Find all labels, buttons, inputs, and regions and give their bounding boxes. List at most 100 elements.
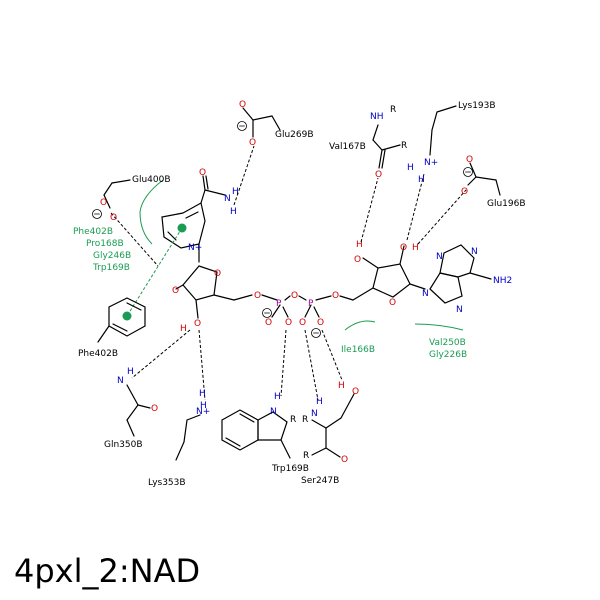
trp169-r-label: R: [290, 415, 296, 425]
ribose1-ring-oxygen-label: O: [214, 269, 221, 279]
phosphate1-o-b-label: O: [285, 318, 292, 328]
glu196-negative-charge-icon: [463, 167, 473, 177]
residue-trp169-contact: Trp169B: [92, 263, 130, 273]
nitrogen-plus-label: N+: [188, 243, 202, 253]
ribose2-o2-h-label: H: [412, 243, 419, 253]
adenine-n3-label: N: [436, 252, 443, 262]
hydrophobic-contacts: [122, 179, 464, 331]
phe402-ring: [108, 297, 146, 337]
gln350-o-label: O: [151, 404, 158, 414]
bridge-o1-label: O: [254, 291, 261, 301]
amide-oxygen-label: O: [199, 168, 206, 178]
phosphate2-o-b-label: O: [317, 318, 324, 328]
ribose1-o3-h-label: H: [180, 324, 187, 334]
lys193-h1-label: H: [407, 163, 414, 173]
lys353-h1-label: H: [199, 389, 206, 399]
ile166-contact-arc: [344, 320, 376, 331]
val167-r1-label: R: [390, 105, 396, 115]
residue-gln350: Gln350B: [104, 440, 143, 450]
lys353-h2-label: H: [200, 401, 207, 411]
adenine-imidazole: [429, 272, 463, 304]
ser247-carbonyl-o-label: O: [341, 455, 348, 465]
phosphate1-negative-charge-icon: [262, 308, 272, 318]
phosphorus-2-label: P: [308, 299, 314, 309]
pi-center-phe402: [122, 311, 132, 321]
trp169-h-label: H: [274, 392, 281, 402]
residue-glu400: Glu400B: [132, 175, 171, 185]
nad-ligand: [161, 175, 492, 319]
adenine-n1-label: N: [471, 247, 478, 257]
ribose2-o3-label: O: [354, 255, 361, 265]
diagram-caption: 4pxl_2:NAD: [14, 552, 201, 590]
ribose2-o3-h-label: H: [356, 240, 363, 250]
lys353-fragment: N+ H H: [175, 389, 210, 461]
glu196-o2-label: O: [461, 187, 468, 197]
phosphate1-o-a-label: O: [265, 318, 272, 328]
adenine-nh2-label: NH2: [493, 276, 512, 286]
lys193-h2-label: H: [418, 175, 425, 185]
adenine-n7-label: N: [456, 305, 463, 315]
residue-trp169: Trp169B: [271, 464, 309, 474]
ser247-r2-label: R: [303, 451, 309, 461]
residue-ser247: Ser247B: [301, 476, 339, 486]
glu269-negative-charge-icon: [237, 121, 247, 131]
glu400-fragment: O O: [92, 179, 131, 223]
glu269-o1-label: O: [239, 100, 246, 110]
glu400-negative-charge-icon: [92, 209, 102, 219]
glu400-o1-label: O: [100, 198, 107, 208]
residue-glu269: Glu269B: [275, 130, 314, 140]
glu400-o2-label: O: [110, 213, 117, 223]
phosphate2-o-a-label: O: [299, 318, 306, 328]
ribose1-o2-label: O: [172, 286, 179, 296]
ser247-r1-label: R: [302, 415, 308, 425]
glu196-fragment: O O: [461, 155, 501, 197]
adenine-n9-label: N: [422, 289, 429, 299]
phosphorus-1-label: P: [276, 299, 282, 309]
val167-fragment: NH R R O: [370, 105, 407, 180]
val167-o-label: O: [375, 170, 382, 180]
ligand-atom-labels: N+ O N H H O O O H O O O P P O O O O O O…: [172, 168, 512, 334]
ribose2-ring-oxygen-label: O: [389, 298, 396, 308]
residue-val167: Val167B: [329, 142, 366, 152]
residue-gly226: Gly226B: [429, 350, 467, 360]
residue-labels: Glu269B Glu400B Phe402B Pro168B Gly246B …: [73, 101, 526, 488]
lys193-n-label: N+: [424, 158, 438, 168]
pi-stacking-line: [126, 227, 183, 317]
val250-contact-arc: [414, 323, 464, 331]
phe402-fragment: [97, 297, 146, 343]
amide-h1-label: H: [232, 187, 239, 197]
gln350-n-label: N: [117, 376, 124, 386]
ribose2-o2-label: O: [400, 243, 407, 253]
ribose1-o3-label: O: [194, 319, 201, 329]
hydrogen-bonds: [110, 145, 467, 401]
residue-phe402: Phe402B: [78, 349, 118, 359]
trp169-benzene-ring: [221, 409, 259, 451]
ser247-n-label: N: [311, 409, 318, 419]
glu400-contact-arc: [139, 179, 164, 245]
lys193-fragment: N+ H H: [407, 105, 457, 185]
residue-pro168: Pro168B: [86, 239, 124, 249]
trp169-pyrrole-ring: [257, 411, 288, 441]
bridge-o2-label: O: [291, 291, 298, 301]
adenosine-ribose: [372, 263, 411, 298]
gln350-fragment: N H O: [117, 367, 158, 437]
residue-lys193: Lys193B: [458, 101, 496, 111]
ser247-fragment: R N H O R H O: [302, 381, 359, 465]
glu196-o1-label: O: [466, 155, 473, 165]
amide-h2-label: H: [230, 207, 237, 217]
adenine-pyrimidine: [439, 244, 475, 278]
glu269-fragment: O O: [237, 100, 281, 148]
nicotinamide-ring: [161, 202, 206, 249]
gln350-h-label: H: [127, 367, 134, 377]
trp169-n-label: N: [270, 407, 277, 417]
residue-glu196: Glu196B: [487, 199, 526, 209]
residue-phe402-contact: Phe402B: [73, 227, 113, 237]
bridge-o3-label: O: [332, 291, 339, 301]
residue-val250: Val250B: [429, 338, 466, 348]
residue-gly246: Gly246B: [93, 251, 131, 261]
residue-lys353: Lys353B: [148, 478, 186, 488]
nicotinamide-ribose: [182, 265, 218, 301]
ser247-oh-h-label: H: [338, 381, 345, 391]
pi-center-ligand: [177, 223, 187, 233]
